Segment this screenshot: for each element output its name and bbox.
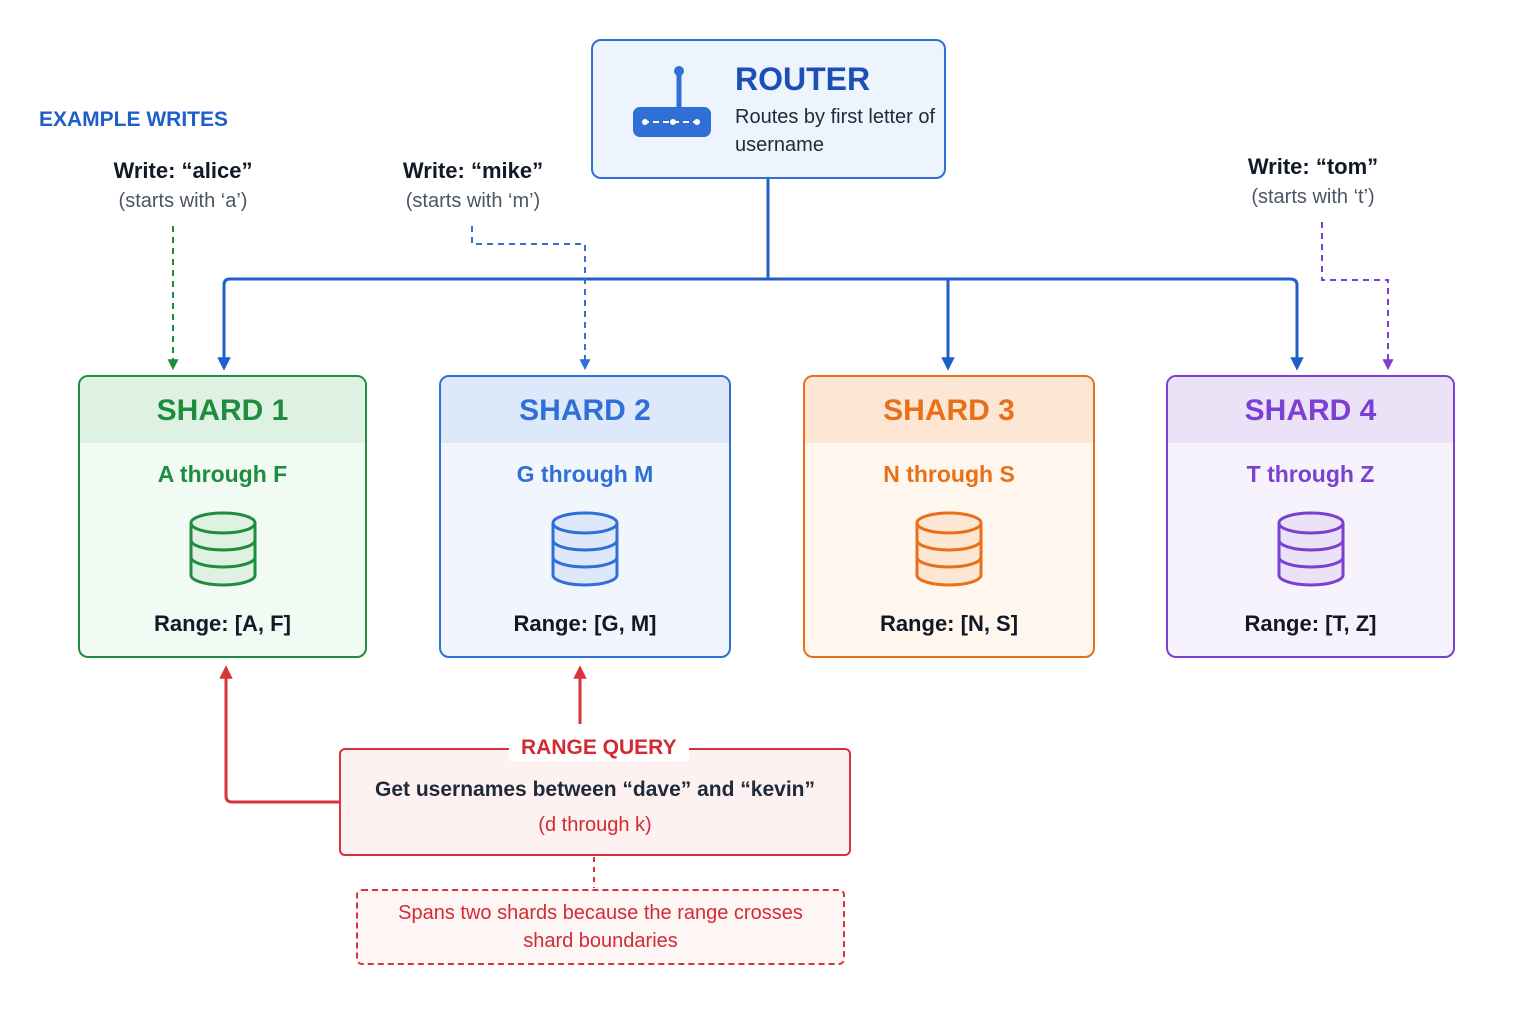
router-arrow-shard-4 — [1289, 277, 1304, 371]
shard-range-label: Range: [N, S] — [879, 611, 1019, 636]
shard-4-card: SHARD 4 T through Z Range: [T, Z] — [1166, 375, 1455, 658]
write-note-mike: Write: “mike” (starts with ‘m’) — [383, 156, 563, 216]
range-query-subtext: (d through k) — [538, 814, 652, 836]
shard-letter-range: N through S — [883, 461, 1015, 487]
shard-range-label: Range: [T, Z] — [1244, 611, 1377, 636]
write-label: Write: “alice” — [113, 158, 253, 183]
router-arrow-shard-1 — [217, 277, 231, 371]
write-detail: (starts with ‘t’) — [1251, 186, 1375, 208]
write-arrow-tom — [1321, 222, 1394, 371]
write-detail: (starts with ‘a’) — [118, 190, 248, 212]
shard-title: SHARD 4 — [1168, 377, 1453, 443]
example-writes-title: EXAMPLE WRITES — [39, 108, 229, 131]
range-query-text: Get usernames between “dave” and “kevin” — [375, 778, 815, 801]
range-query-box: RANGE QUERY Get usernames between “dave”… — [339, 735, 851, 856]
range-query-note-box: Spans two shards because the range cross… — [356, 889, 845, 965]
shard-letter-range: T through Z — [1246, 461, 1375, 487]
range-query-connectors — [219, 665, 587, 804]
shard-range-label: Range: [A, F] — [154, 611, 291, 636]
shard-title: SHARD 2 — [441, 377, 729, 443]
router-icon — [633, 66, 711, 137]
router-description: Routes by first letter of username — [735, 106, 936, 156]
shard-3-card: SHARD 3 N through S Range: [N, S] — [803, 375, 1095, 658]
database-icon — [1277, 511, 1344, 587]
router-title: ROUTER — [735, 61, 871, 97]
shard-title: SHARD 1 — [80, 377, 365, 443]
shard-title: SHARD 3 — [805, 377, 1093, 443]
shard-1-card: SHARD 1 A through F Range: [A, F] — [78, 375, 367, 658]
write-label: Write: “tom” — [1247, 154, 1379, 179]
router-node: ROUTER Routes by first letter of usernam… — [591, 39, 946, 179]
write-detail: (starts with ‘m’) — [405, 190, 541, 212]
database-icon — [551, 511, 619, 587]
range-query-title: RANGE QUERY — [509, 735, 689, 761]
write-arrow-mike — [471, 226, 591, 371]
range-arrow-shard-1 — [219, 665, 339, 804]
range-query-note: Spans two shards because the range cross… — [398, 902, 803, 952]
shard-range-label: Range: [G, M] — [513, 611, 657, 636]
database-icon — [915, 511, 983, 587]
shard-letter-range: A through F — [157, 461, 288, 487]
router-connectors — [217, 179, 1304, 371]
write-note-alice: Write: “alice” (starts with ‘a’) — [93, 156, 273, 216]
write-note-tom: Write: “tom” (starts with ‘t’) — [1228, 152, 1398, 212]
shard-letter-range: G through M — [516, 461, 654, 487]
database-icon — [189, 511, 256, 587]
shard-2-card: SHARD 2 G through M Range: [G, M] — [439, 375, 731, 658]
write-label: Write: “mike” — [402, 158, 544, 183]
